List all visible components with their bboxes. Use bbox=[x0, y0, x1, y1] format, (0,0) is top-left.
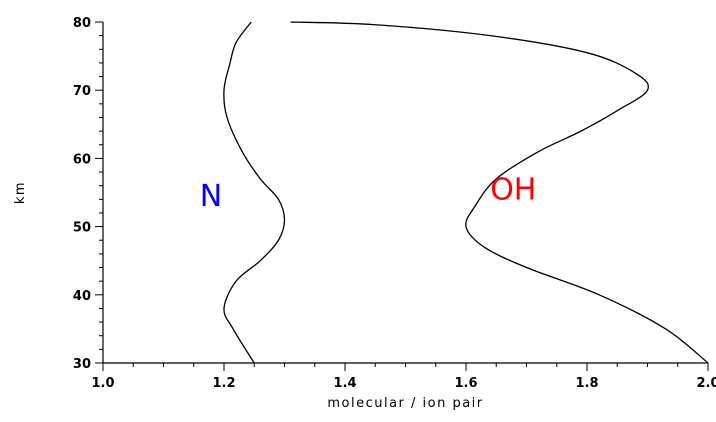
series-label-n: N bbox=[200, 179, 222, 214]
x-axis-label: molecular / ion pair bbox=[327, 396, 483, 411]
x-tick-label: 1.0 bbox=[91, 376, 114, 391]
series-lines bbox=[223, 21, 709, 364]
x-tick-label: 1.2 bbox=[212, 376, 235, 391]
x-tick-label: 2.0 bbox=[696, 376, 716, 391]
y-axis-label: km bbox=[13, 181, 28, 204]
y-tick-label: 30 bbox=[73, 357, 91, 372]
y-tick-label: 50 bbox=[73, 221, 91, 236]
tick-labels: 30 40 50 60 70 80 1.0 1.2 1.4 1.6 1.8 2.0 bbox=[73, 16, 716, 391]
series-line-n bbox=[223, 21, 286, 364]
series-labels: N OH bbox=[200, 172, 537, 214]
y-tick-label: 80 bbox=[73, 16, 91, 31]
y-tick-label: 60 bbox=[73, 152, 91, 167]
series-line-oh bbox=[290, 21, 709, 364]
x-tick-label: 1.8 bbox=[575, 376, 598, 391]
axes bbox=[102, 22, 708, 364]
y-tick-label: 70 bbox=[73, 84, 91, 99]
series-label-oh: OH bbox=[490, 172, 536, 207]
tick-marks bbox=[95, 21, 709, 371]
y-tick-label: 40 bbox=[73, 289, 91, 304]
x-tick-label: 1.4 bbox=[333, 376, 356, 391]
x-tick-label: 1.6 bbox=[454, 376, 477, 391]
